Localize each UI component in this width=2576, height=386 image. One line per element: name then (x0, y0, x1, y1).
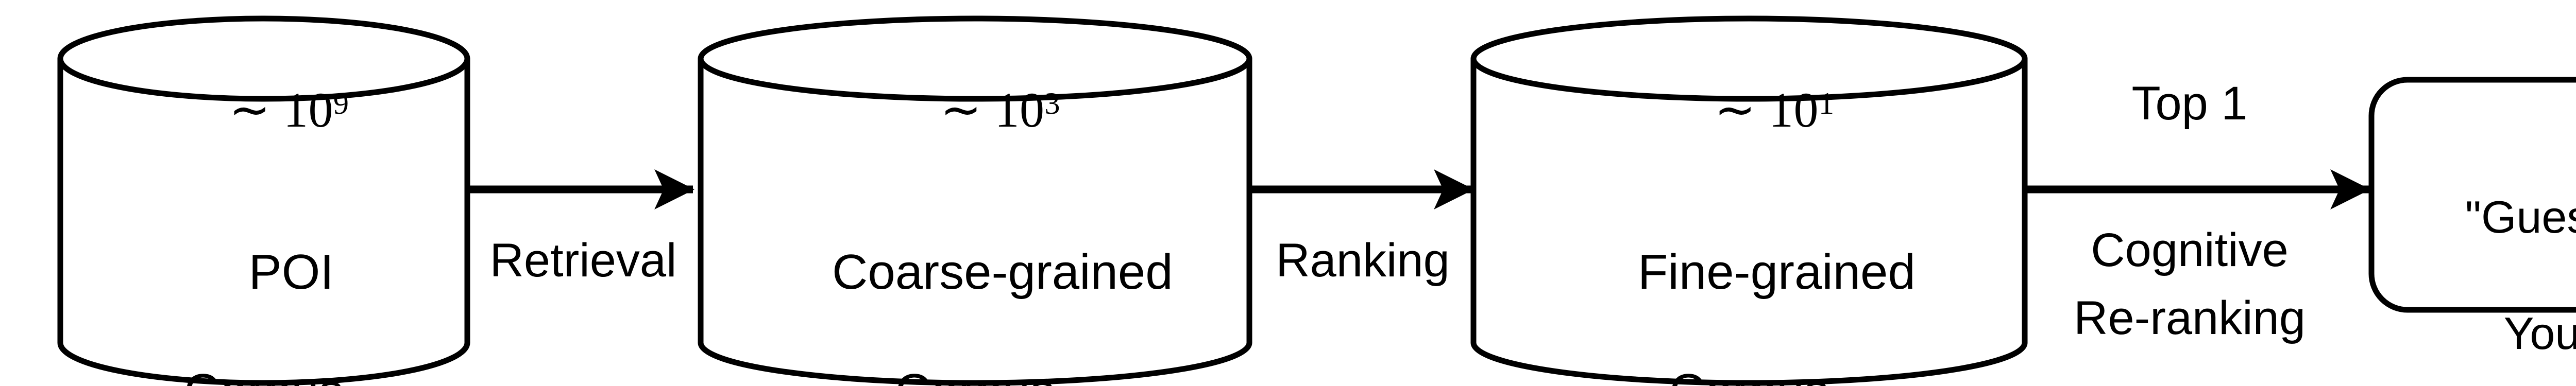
cylinder-fine-grained-corpus (1470, 15, 2028, 386)
output-box-outline (2368, 77, 2576, 313)
cylinder-top-ellipse-2 (698, 15, 1252, 102)
cylinder-poi-corpus (57, 15, 470, 386)
cylinder-coarse-grained-corpus (698, 15, 1252, 386)
cylinder-body-1 (57, 56, 470, 386)
cylinder-body-3 (1470, 56, 2028, 386)
cylinder-body-2 (698, 56, 1252, 386)
cylinder-top-ellipse-1 (57, 15, 470, 102)
cylinder-top-ellipse-3 (1470, 15, 2028, 102)
